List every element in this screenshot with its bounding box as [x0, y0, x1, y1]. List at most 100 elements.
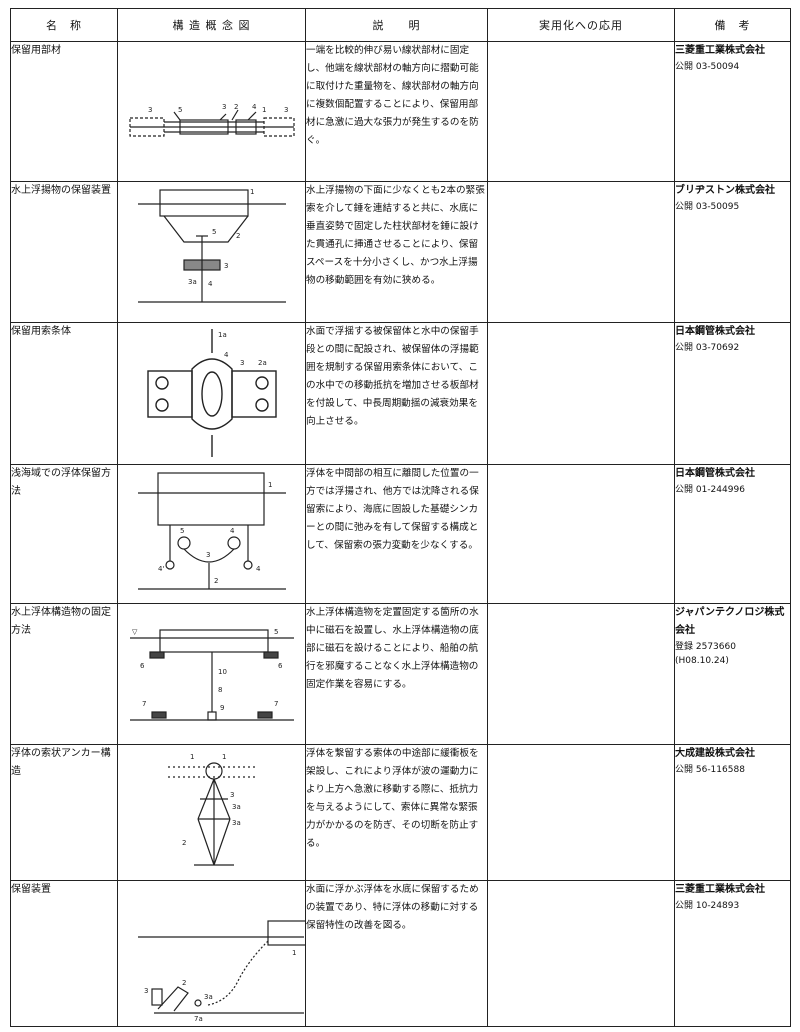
row-application: [487, 322, 675, 465]
diagram-label: 1: [262, 106, 266, 114]
row-remarks: 三菱重工業株式会社 公開 03-50094: [674, 41, 791, 182]
diagram-label: 2: [236, 232, 240, 240]
company-name: 日本鋼管株式会社: [675, 326, 756, 337]
row-remarks: 大成建設株式会社 公開 56-116588: [674, 744, 791, 881]
row-application: [487, 603, 675, 745]
row-remarks: ジャパンテクノロジ株式会社 登録 2573660 (H08.10.24): [674, 603, 791, 745]
row-description: 浮体を繋留する索体の中途部に緩衝板を架設し、これにより浮体が波の運動力により上方…: [305, 744, 488, 881]
structure-diagram: 3 5 3 2 4 1 3: [117, 41, 306, 182]
structure-diagram: ▽ 5 6 6 10 8 9 7 7: [117, 603, 306, 745]
row-name: 保留用部材: [10, 41, 118, 182]
diagram-label: 1: [190, 753, 194, 761]
diagram-label: 5: [212, 228, 216, 236]
structure-diagram: 1 3 2 3a 7a: [117, 880, 306, 1027]
header-diagram: 構 造 概 念 図: [117, 8, 306, 42]
row-description: 水面に浮かぶ浮体を水底に保留するための装置であり、特に浮体の移動に対する保留特性…: [305, 880, 488, 1027]
diagram-label: 3: [284, 106, 288, 114]
diagram-label: 3: [148, 106, 152, 114]
row-application: [487, 880, 675, 1027]
structure-diagram: 1 5 2 3 3a 4: [117, 181, 306, 323]
diagram-label: 5: [274, 628, 278, 636]
diagram-label: 3a: [232, 819, 241, 827]
table-row: 浅海域での浮体保留方法 1: [10, 464, 791, 604]
row-name: 浅海域での浮体保留方法: [10, 464, 118, 604]
row-name: 浮体の索状アンカー構造: [10, 744, 118, 881]
row-description: 一端を比較的伸び易い線状部材に固定し、他端を線状部材の軸方向に摺動可能に取付けた…: [305, 41, 488, 182]
diagram-label: 1: [250, 188, 254, 196]
company-name: 大成建設株式会社: [675, 748, 756, 759]
company-name: 三菱重工業株式会社: [675, 884, 766, 895]
structure-diagram: 1a 4 3 2a: [117, 322, 306, 465]
publication-date: (H08.10.24): [675, 656, 729, 666]
row-remarks: 三菱重工業株式会社 公開 10-24893: [674, 880, 791, 1027]
diagram-label: 3a: [204, 993, 213, 1001]
row-application: [487, 744, 675, 881]
diagram-label: 3: [224, 262, 228, 270]
diagram-label: 4: [224, 351, 229, 359]
diagram-label: 4: [230, 527, 235, 535]
diagram-label: 1a: [218, 331, 227, 339]
diagram-label: 7a: [194, 1015, 203, 1023]
row-application: [487, 181, 675, 323]
publication-number: 公開 03-70692: [675, 343, 740, 353]
diagram-label: 3: [206, 551, 210, 559]
publication-number: 公開 01-244996: [675, 485, 745, 495]
publication-number: 公開 03-50094: [675, 62, 740, 72]
row-description: 水上浮揚物の下面に少なくとも2本の緊張索を介して錘を連結すると共に、水底に垂直姿…: [305, 181, 488, 323]
publication-number: 登録 2573660: [675, 642, 736, 652]
diagram-label: 3: [230, 791, 234, 799]
table-row: 浮体の索状アンカー構造: [10, 744, 791, 881]
diagram-label: 4: [208, 280, 213, 288]
diagram-label: 2: [182, 839, 186, 847]
diagram-label: 10: [218, 668, 227, 676]
diagram-label: 3a: [232, 803, 241, 811]
header-application: 実用化への応用: [487, 8, 675, 42]
company-name: 日本鋼管株式会社: [675, 468, 756, 479]
table-row: 保留用部材 3 5: [10, 41, 791, 182]
row-description: 水面で浮揺する被保留体と水中の保留手段との間に配設され、被保留体の浮揚範囲を規制…: [305, 322, 488, 465]
diagram-label: 4: [256, 565, 261, 573]
diagram-label: 6: [140, 662, 145, 670]
header-description: 説 明: [305, 8, 488, 42]
diagram-label: 2: [234, 103, 238, 111]
diagram-label: 2: [214, 577, 218, 585]
diagram-label: 7: [142, 700, 146, 708]
diagram-label: 2a: [258, 359, 267, 367]
diagram-label: 3: [222, 103, 226, 111]
row-name: 水上浮体構造物の固定方法: [10, 603, 118, 745]
diagram-label: 3a: [188, 278, 197, 286]
header-name: 名 称: [10, 8, 118, 42]
row-remarks: 日本鋼管株式会社 公開 01-244996: [674, 464, 791, 604]
publication-number: 公開 56-116588: [675, 765, 745, 775]
diagram-label: 9: [220, 704, 224, 712]
row-remarks: ブリヂストン株式会社 公開 03-50095: [674, 181, 791, 323]
table-row: 保留用索条体 1a 4: [10, 322, 791, 465]
header-remarks: 備 考: [674, 8, 791, 42]
diagram-label: 6: [278, 662, 283, 670]
diagram-label: 3: [144, 987, 148, 995]
diagram-label: 4': [158, 565, 164, 573]
diagram-label: 7: [274, 700, 278, 708]
structure-diagram: 1 5 4 3 4' 4 2: [117, 464, 306, 604]
publication-number: 公開 03-50095: [675, 202, 740, 212]
table-row: 保留装置 1 3 2 3: [10, 880, 791, 1027]
row-description: 浮体を中間部の相互に離間した位置の一方では浮揚され、他方では沈降される保留索によ…: [305, 464, 488, 604]
row-description: 水上浮体構造物を定置固定する箇所の水中に磁石を設置し、水上浮体構造物の底部に磁石…: [305, 603, 488, 745]
company-name: ブリヂストン株式会社: [675, 185, 776, 196]
diagram-label: ▽: [132, 628, 138, 636]
diagram-label: 3: [240, 359, 244, 367]
row-application: [487, 41, 675, 182]
row-application: [487, 464, 675, 604]
diagram-label: 5: [178, 106, 182, 114]
diagram-label: 1: [292, 949, 296, 957]
diagram-label: 1: [268, 481, 272, 489]
row-name: 保留装置: [10, 880, 118, 1027]
company-name: ジャパンテクノロジ株式会社: [675, 607, 785, 636]
patent-table: 名 称 構 造 概 念 図 説 明 実用化への応用 備 考 保留用部材: [10, 8, 791, 1027]
row-remarks: 日本鋼管株式会社 公開 03-70692: [674, 322, 791, 465]
diagram-label: 4: [252, 103, 257, 111]
company-name: 三菱重工業株式会社: [675, 45, 766, 56]
diagram-label: 2: [182, 979, 186, 987]
header-row: 名 称 構 造 概 念 図 説 明 実用化への応用 備 考: [10, 8, 791, 42]
diagram-label: 1: [222, 753, 226, 761]
